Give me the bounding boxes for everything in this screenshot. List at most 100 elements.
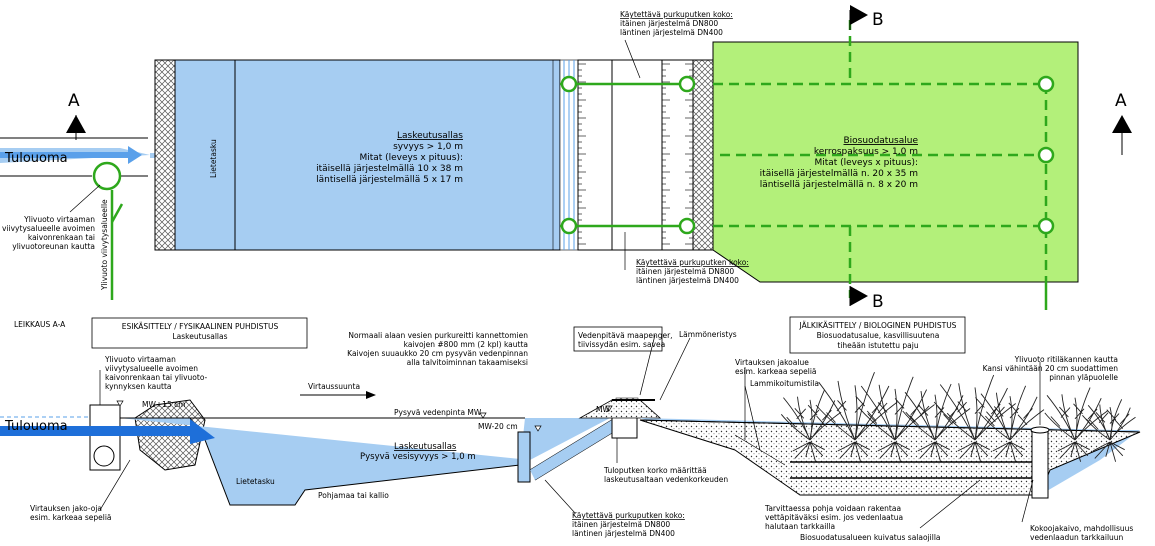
svg-text:Ylivuoto virtaaman: Ylivuoto virtaaman (104, 355, 176, 364)
leader-lines (69, 39, 1041, 529)
plan-overflow-pipe (92, 161, 124, 300)
svg-text:vettäpitäväksi esim. jos veden: vettäpitäväksi esim. jos vedenlaatua (765, 513, 903, 522)
section-marker-a-text: A (68, 91, 80, 111)
svg-text:ESIKÄSITTELY / FYSIKAALINEN PU: ESIKÄSITTELY / FYSIKAALINEN PUHDISTUS (122, 322, 279, 331)
svg-text:Kansi vähintään 20 cm suodatti: Kansi vähintään 20 cm suodattimen (983, 364, 1119, 373)
plan-left-wall (154, 59, 176, 251)
section-marker-b-text: B (872, 10, 884, 30)
section-post-box: JÄLKIKÄSITTELY / BIOLOGINEN PUHDISTUS Bi… (799, 321, 957, 350)
svg-text:Kaivojen suuaukko 20 cm pysyvä: Kaivojen suuaukko 20 cm pysyvän vedenpin… (347, 349, 528, 358)
svg-text:kaivojen #800 mm (2 kpl) kautt: kaivojen #800 mm (2 kpl) kautta (404, 340, 528, 349)
svg-text:läntisellä järjestelmällä 5 x: läntisellä järjestelmällä 5 x 17 m (316, 175, 463, 185)
svg-text:viivytysalueelle avoimen: viivytysalueelle avoimen (2, 224, 95, 233)
svg-text:JÄLKIKÄSITTELY / BIOLOGINEN PU: JÄLKIKÄSITTELY / BIOLOGINEN PUHDISTUS (799, 321, 957, 330)
svg-text:Ylivuoto virtaaman: Ylivuoto virtaaman (23, 215, 95, 224)
svg-text:tiheään istutettu paju: tiheään istutettu paju (837, 341, 918, 350)
section-marker-a-right (1112, 115, 1132, 155)
section-basin-depth: Pysyvä vesisyvyys > 1,0 m (360, 452, 476, 462)
section-inflow-label: Tulouoma (4, 419, 68, 434)
svg-text:Vedenpitävä maapenger,: Vedenpitävä maapenger, (578, 331, 673, 340)
svg-text:Biosuodatusalue: Biosuodatusalue (844, 136, 919, 146)
plan-biofilter-text: Biosuodatusalue kerrospaksuus > 1,0 m Mi… (760, 136, 919, 190)
willow-shrub (1044, 387, 1109, 462)
plan-inflow-channel (0, 137, 150, 177)
section-inflow-arrow (0, 419, 215, 444)
svg-text:alla talvitoiminnan takaamisek: alla talvitoiminnan takaamiseksi (407, 358, 528, 367)
section-mw-mid: MW (596, 405, 610, 414)
svg-text:Käytettävä purkuputken koko:: Käytettävä purkuputken koko: (636, 258, 749, 267)
svg-text:Biosuodatusalue, kasvillisuute: Biosuodatusalue, kasvillisuutena (817, 331, 940, 340)
svg-text:Tuloputken korko määrittää: Tuloputken korko määrittää (603, 466, 707, 475)
svg-text:läntinen järjestelmä DN400: läntinen järjestelmä DN400 (636, 276, 739, 285)
section-title: LEIKKAUS A-A (14, 320, 66, 329)
svg-text:itäinen järjestelmä DN800: itäinen järjestelmä DN800 (572, 520, 670, 529)
svg-text:Virtauksen jako-oja: Virtauksen jako-oja (30, 504, 102, 513)
svg-text:esim. karkeaa sepeliä: esim. karkeaa sepeliä (30, 513, 112, 522)
section-overflow-note: Ylivuoto virtaaman viivytysalueelle avoi… (104, 355, 208, 391)
willow-shrub (780, 390, 842, 462)
svg-text:Normaali alaan vesien purkurei: Normaali alaan vesien purkureitti kannet… (348, 331, 528, 340)
section-fabric-note: Vedenpitävä maapenger, tiivissydän esim.… (578, 331, 673, 349)
section-normal-water: Normaali alaan vesien purkureitti kannet… (347, 331, 528, 367)
section-lining-note: Tarvittaessa pohja voidaan rakentaa vett… (764, 504, 903, 531)
section-permanent-level: Pysyvä vedenpinta MW (394, 408, 482, 417)
svg-text:ylivuotoreunan kautta: ylivuotoreunan kautta (12, 242, 95, 251)
plan-drains (713, 20, 1048, 298)
section-distribution-note: Virtauksen jakoalue esim. karkeaa sepeli… (735, 358, 817, 376)
svg-text:itäisellä järjestelmällä 10 x: itäisellä järjestelmällä 10 x 38 m (316, 164, 463, 174)
svg-text:viivytysalueelle avoimen: viivytysalueelle avoimen (105, 364, 198, 373)
svg-text:kynnyksen kautta: kynnyksen kautta (105, 382, 172, 391)
svg-text:halutaan tarkkailla: halutaan tarkkailla (765, 522, 835, 531)
section-drainage-note: Biosuodatusalueen kuivatus salaojilla (800, 533, 941, 542)
svg-text:Virtauksen jakoalue: Virtauksen jakoalue (735, 358, 809, 367)
section-basin-title: Laskeutusallas (394, 442, 457, 452)
svg-text:Laskeutusallas: Laskeutusallas (173, 332, 228, 341)
section-splitter-note: Virtauksen jako-oja esim. karkeaa sepeli… (30, 504, 112, 522)
plan-berm (559, 59, 694, 251)
svg-text:läntisellä järjestelmällä n. 8: läntisellä järjestelmällä n. 8 x 20 m (760, 180, 918, 190)
svg-text:Mitat (leveys x pituus):: Mitat (leveys x pituus): (814, 158, 918, 168)
section-insulation: Lämmöneristys (679, 330, 737, 339)
svg-text:Ylivuoto ritiläkannen kautta: Ylivuoto ritiläkannen kautta (1014, 355, 1118, 364)
willow-shrub (858, 376, 935, 462)
svg-text:Tarvittaessa pohja voidaan rak: Tarvittaessa pohja voidaan rakentaa (764, 504, 901, 513)
level-marks (116, 400, 613, 432)
willow-shrub (902, 383, 971, 462)
section-bottom-soil: Pohjamaa tai kallio (318, 491, 389, 500)
svg-text:Kokoojakaivo, mahdollisuus: Kokoojakaivo, mahdollisuus (1030, 524, 1133, 533)
section-pipe-note: Käytettävä purkuputken koko: itäinen jär… (572, 511, 685, 538)
section-basin-water (120, 418, 610, 505)
section-marker-a-text-right: A (1115, 91, 1127, 111)
plan-sediment-pocket: Lietetasku (209, 139, 218, 178)
svg-text:kaivonrenkaan tai: kaivonrenkaan tai (28, 233, 95, 242)
willow-shrub (937, 374, 1016, 462)
section-willows (780, 372, 1136, 462)
section-marker-a-left (66, 115, 86, 140)
section-marker-b-text-bottom: B (872, 292, 884, 312)
plan-manholes (1037, 75, 1055, 235)
section-ponding: Lammikoitumistila (750, 379, 819, 388)
svg-text:kerrospaksuus > 1,0 m: kerrospaksuus > 1,0 m (814, 147, 918, 157)
section-berm (578, 399, 662, 419)
section-overflow-grate: Ylivuoto ritiläkannen kautta Kansi vähin… (983, 355, 1119, 382)
plan-pipe-bottom-text: Käytettävä purkuputken koko: itäinen jär… (636, 258, 749, 285)
svg-text:Laskeutusallas: Laskeutusallas (397, 131, 463, 141)
svg-text:pinnan yläpuolelle: pinnan yläpuolelle (1049, 373, 1118, 382)
svg-text:tiivissydän esim. savea: tiivissydän esim. savea (578, 340, 665, 349)
svg-text:Käytettävä purkuputken koko:: Käytettävä purkuputken koko: (572, 511, 685, 520)
section-manhole-note: Kokoojakaivo, mahdollisuus vedenlaadun t… (1030, 524, 1133, 542)
willow-shrub (1086, 399, 1136, 462)
section-overflow-box (89, 404, 121, 471)
plan-pipe-top-text: Käytettävä purkuputken koko: itäinen jär… (620, 10, 733, 37)
svg-text:läntinen järjestelmä DN400: läntinen järjestelmä DN400 (620, 28, 723, 37)
section-mw-right: MW-20 cm (478, 422, 518, 431)
plan-basin-text: Laskeutusallas syvyys > 1,0 m Mitat (lev… (316, 131, 463, 185)
section-sediment-pocket: Lietetasku (236, 477, 275, 486)
plan-inflow-label: Tulouoma (4, 151, 68, 166)
svg-text:kaivonrenkaan tai ylivuoto-: kaivonrenkaan tai ylivuoto- (105, 373, 208, 382)
svg-text:Käytettävä purkuputken koko:: Käytettävä purkuputken koko: (620, 10, 733, 19)
svg-text:esim. karkeaa sepeliä: esim. karkeaa sepeliä (735, 367, 817, 376)
plan-overflow-vertical: Ylivuoto viivytysalueelle (100, 199, 109, 291)
plan-pipes (560, 75, 696, 235)
